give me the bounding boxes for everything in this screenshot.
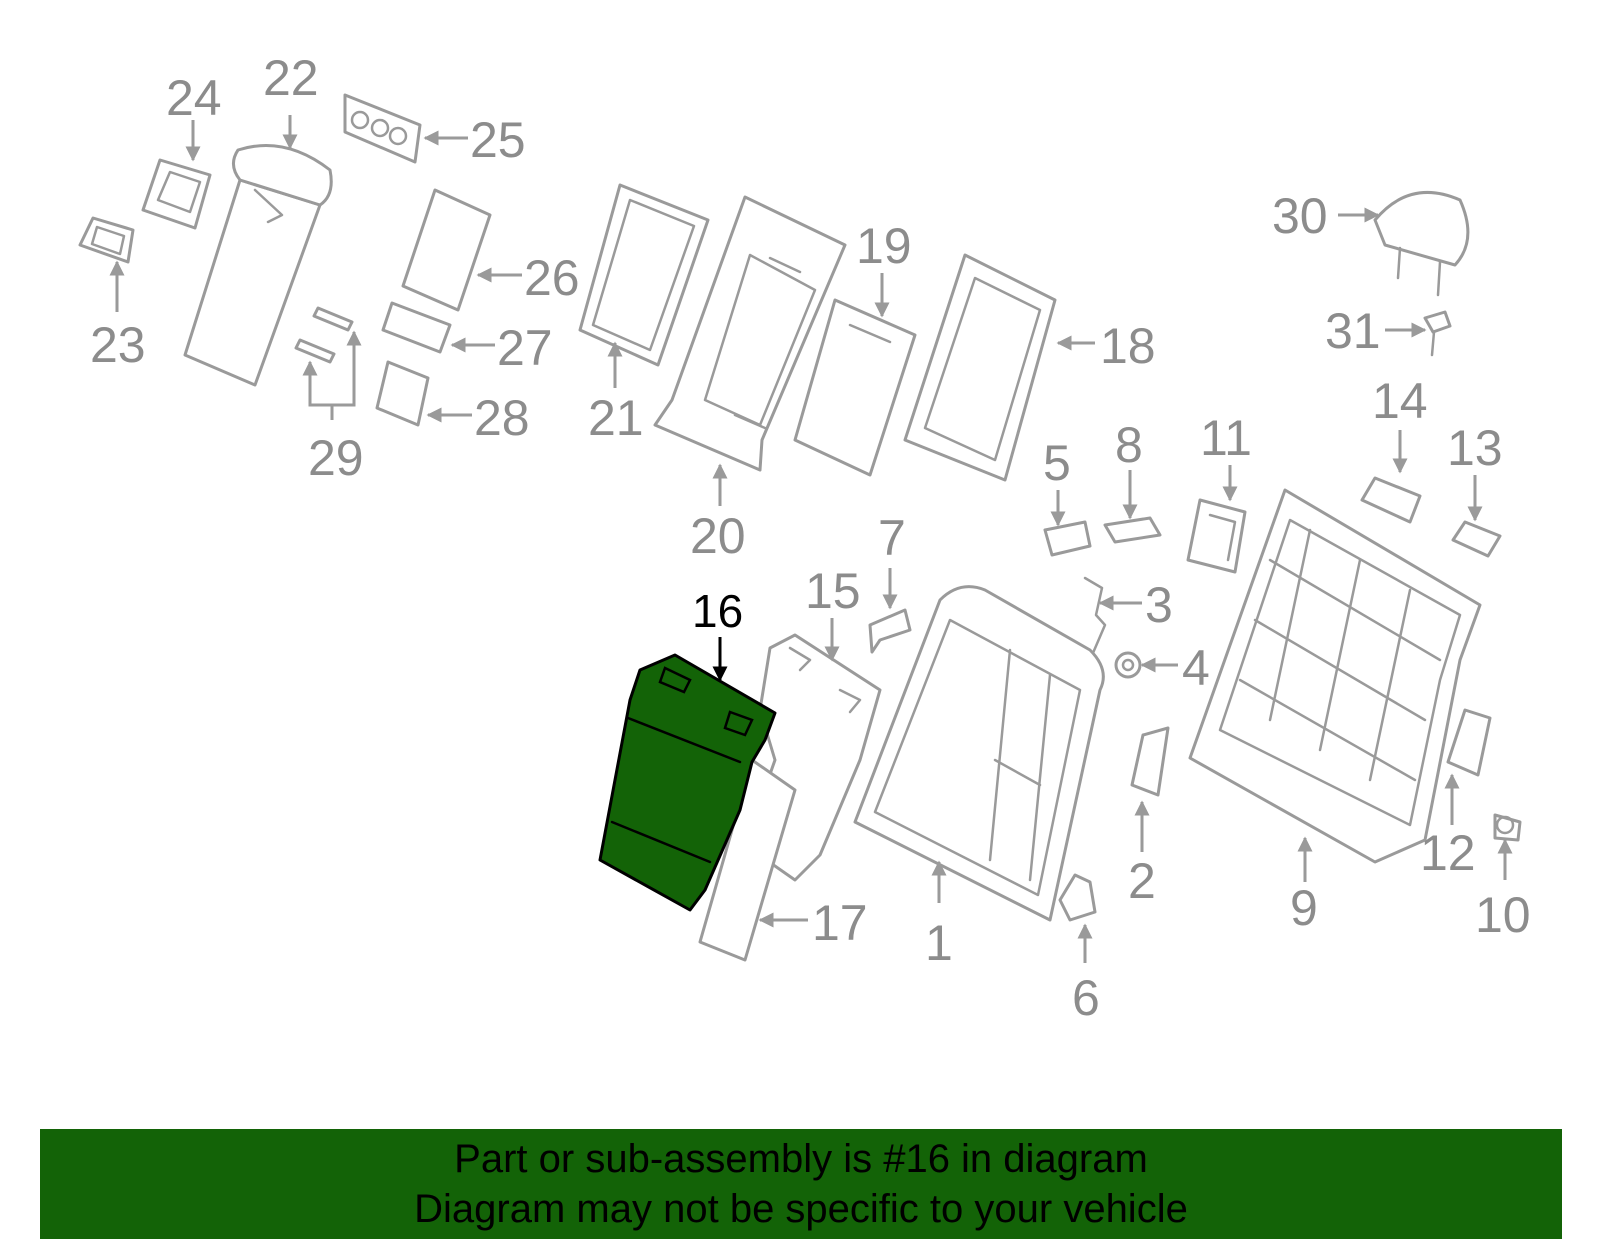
callout-19: 19 bbox=[856, 218, 912, 274]
leaders bbox=[109, 115, 1513, 963]
callout-20: 20 bbox=[690, 508, 746, 564]
callout-28: 28 bbox=[474, 390, 530, 446]
callout-13: 13 bbox=[1447, 420, 1503, 476]
part-24 bbox=[141, 158, 212, 230]
callout-22: 22 bbox=[263, 50, 319, 106]
part-16-highlighted[interactable] bbox=[598, 653, 777, 912]
part-29 bbox=[294, 306, 354, 364]
part-23 bbox=[78, 216, 135, 264]
part-7 bbox=[868, 608, 912, 654]
part-31 bbox=[1423, 310, 1452, 357]
callout-11: 11 bbox=[1200, 410, 1252, 466]
part-8 bbox=[1103, 516, 1162, 544]
part-3 bbox=[1083, 576, 1107, 662]
callout-16: 16 bbox=[692, 585, 743, 637]
callout-3: 3 bbox=[1145, 577, 1173, 633]
part-28 bbox=[375, 360, 430, 427]
callout-27: 27 bbox=[497, 320, 553, 376]
part-25 bbox=[343, 93, 422, 164]
part-18 bbox=[903, 253, 1057, 482]
part-2 bbox=[1130, 726, 1170, 797]
callout-15: 15 bbox=[805, 563, 861, 619]
part-16-shape bbox=[598, 653, 777, 912]
footer-line-2: Diagram may not be specific to your vehi… bbox=[414, 1187, 1188, 1231]
callout-5: 5 bbox=[1043, 435, 1071, 491]
callout-12: 12 bbox=[1420, 825, 1476, 881]
part-20 bbox=[653, 195, 847, 472]
part-13 bbox=[1451, 520, 1502, 558]
part-14 bbox=[1360, 476, 1422, 524]
callout-18: 18 bbox=[1100, 318, 1156, 374]
callout-1: 1 bbox=[925, 915, 953, 971]
callout-6: 6 bbox=[1072, 970, 1100, 1026]
callout-23: 23 bbox=[90, 317, 146, 373]
part-6 bbox=[1058, 873, 1097, 922]
part-12 bbox=[1446, 708, 1492, 777]
callout-17: 17 bbox=[812, 895, 868, 951]
callout-25: 25 bbox=[470, 112, 526, 168]
part-26 bbox=[401, 188, 492, 312]
callout-14: 14 bbox=[1372, 373, 1428, 429]
callouts: 22 24 23 25 26 27 28 29 21 20 19 18 30 3… bbox=[90, 50, 1531, 1026]
callout-21: 21 bbox=[588, 390, 644, 446]
callout-31: 31 bbox=[1325, 303, 1381, 359]
callout-29: 29 bbox=[308, 430, 364, 486]
part-4 bbox=[1114, 651, 1142, 679]
footer-line-1: Part or sub-assembly is #16 in diagram bbox=[454, 1137, 1148, 1181]
part-19 bbox=[793, 298, 917, 477]
part-5 bbox=[1043, 520, 1092, 557]
callout-24: 24 bbox=[166, 70, 222, 126]
part-1 bbox=[853, 585, 1105, 922]
parts-diagram: 22 24 23 25 26 27 28 29 21 20 19 18 30 3… bbox=[78, 50, 1531, 1026]
callout-10: 10 bbox=[1475, 887, 1531, 943]
callout-4: 4 bbox=[1182, 640, 1210, 696]
callout-9: 9 bbox=[1290, 880, 1318, 936]
part-11 bbox=[1186, 498, 1247, 574]
part-22 bbox=[183, 144, 333, 387]
callout-7: 7 bbox=[878, 510, 906, 566]
part-21 bbox=[578, 183, 710, 367]
callout-8: 8 bbox=[1115, 417, 1143, 473]
part-17 bbox=[698, 758, 797, 962]
callout-2: 2 bbox=[1128, 853, 1156, 909]
part-10 bbox=[1493, 813, 1522, 842]
callout-26: 26 bbox=[524, 250, 580, 306]
part-30 bbox=[1373, 190, 1470, 297]
footer-banner: Part or sub-assembly is #16 in diagram D… bbox=[40, 1129, 1562, 1239]
part-27 bbox=[381, 301, 452, 354]
callout-30: 30 bbox=[1272, 188, 1328, 244]
part-9 bbox=[1188, 488, 1482, 864]
